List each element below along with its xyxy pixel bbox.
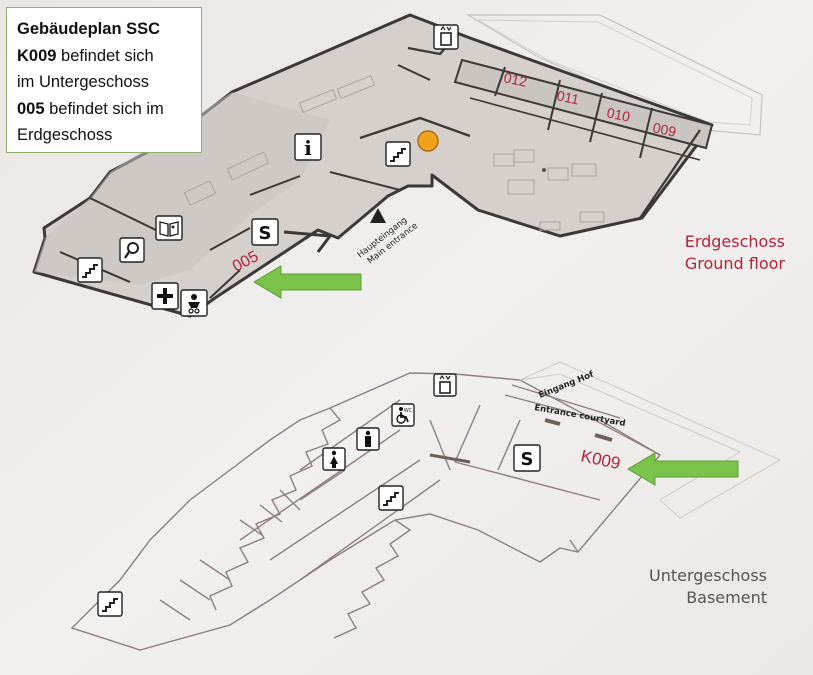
info-line-2: im Untergeschoss	[17, 73, 150, 91]
service-s-icon: S	[513, 444, 541, 472]
info-line-1: K009 befindet sich	[17, 46, 154, 65]
info-icon-glyph: i	[304, 136, 312, 160]
elevator-icon	[433, 373, 457, 397]
info-title: Gebäudeplan SSC	[17, 20, 161, 38]
service-s-glyph: S	[259, 223, 272, 244]
stairs-icon	[77, 257, 103, 283]
room-label-010: 010	[605, 104, 631, 125]
info-line-3: 005 befindet sich im	[17, 99, 164, 118]
stairs-icon	[97, 591, 123, 617]
entrance-arrow-icon	[370, 208, 386, 223]
wc-glyph: WC	[404, 408, 413, 414]
location-marker-icon	[417, 130, 439, 152]
info-icon: i	[294, 133, 322, 161]
ground-floor-plan: 012 011 010 009 005 Haupteingang Main en…	[32, 13, 763, 318]
basement-courtyard-outline	[519, 361, 782, 519]
info-code-005: 005	[17, 99, 45, 118]
arrow-to-005	[253, 265, 362, 299]
basement-label-de: Untergeschoss	[649, 566, 767, 585]
men-wc-icon	[356, 427, 380, 451]
room-label-012: 012	[502, 69, 528, 90]
search-icon	[119, 237, 145, 263]
stairs-icon	[385, 141, 411, 167]
service-s-icon: S	[251, 218, 279, 246]
info-code-k009: K009	[17, 46, 57, 65]
women-wc-icon	[322, 447, 346, 471]
ground-floor-label: Erdgeschoss Ground floor	[685, 231, 785, 275]
basement-label: Untergeschoss Basement	[649, 565, 767, 609]
stairs-icon	[378, 485, 404, 511]
info-box: Gebäudeplan SSC K009 befindet sich im Un…	[6, 7, 202, 153]
wheelchair-wc-icon: WC	[391, 403, 415, 427]
arrow-to-k009	[627, 452, 739, 486]
ground-floor-label-de: Erdgeschoss	[684, 232, 785, 251]
basement-outline	[70, 372, 662, 651]
basement-label-en: Basement	[686, 588, 767, 607]
first-aid-icon	[151, 282, 179, 310]
courtyard-outline	[465, 14, 763, 136]
room-label-009: 009	[651, 119, 677, 140]
info-line-4: Erdgeschoss	[17, 126, 113, 144]
elevator-icon	[433, 24, 459, 50]
service-s-glyph: S	[521, 449, 534, 470]
baby-changing-icon	[180, 289, 208, 317]
room-label-011: 011	[555, 87, 580, 107]
basement-plan	[70, 372, 662, 651]
ground-floor-label-en: Ground floor	[684, 254, 785, 273]
map-book-icon	[155, 215, 183, 241]
